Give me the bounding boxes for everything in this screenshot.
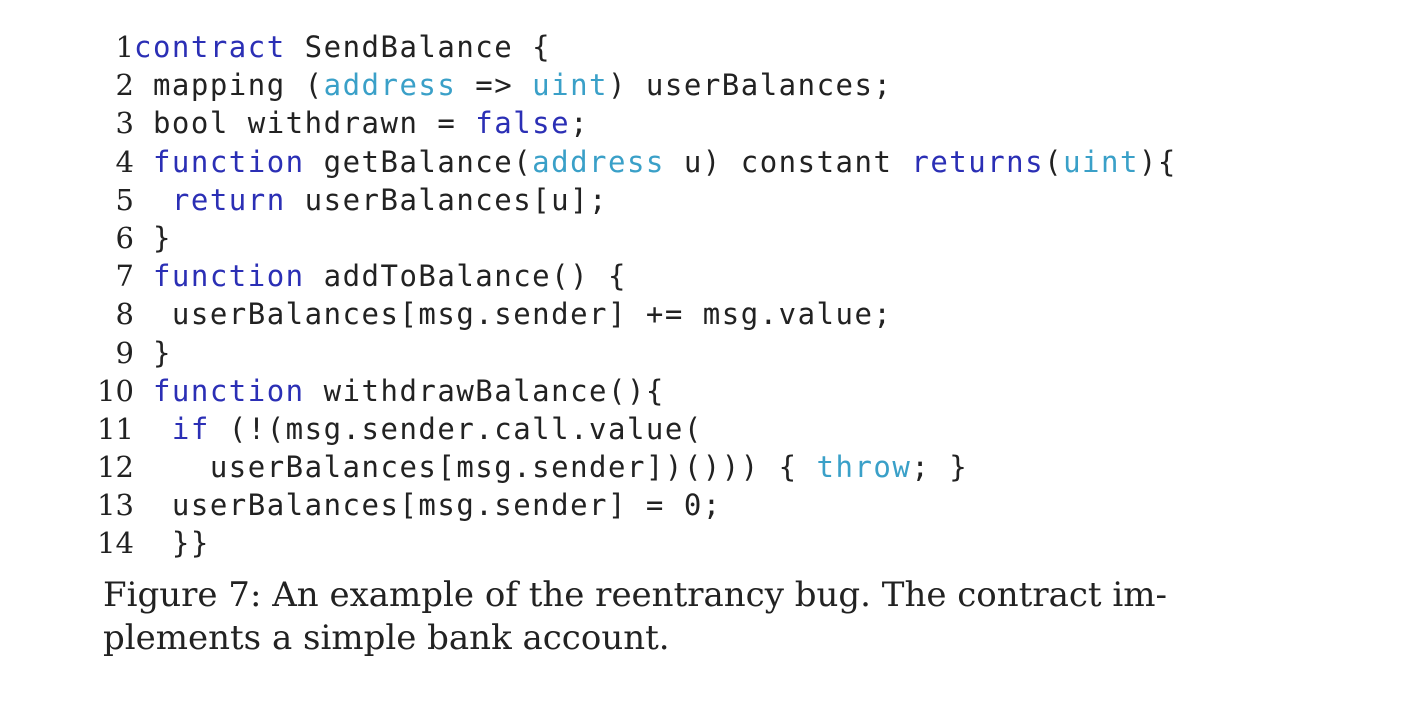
line-code: userBalances[msg.sender] += msg.value; bbox=[134, 295, 892, 333]
code-token: userBalances[msg.sender])())) { bbox=[209, 450, 817, 485]
code-token: mapping ( bbox=[152, 68, 324, 103]
line-number: 3 bbox=[115, 106, 134, 141]
code-token: ( bbox=[1044, 144, 1064, 179]
code-line: 9 } bbox=[90, 334, 1390, 372]
line-indent bbox=[134, 106, 153, 140]
line-indent bbox=[134, 259, 153, 293]
line-code: userBalances[msg.sender] = 0; bbox=[134, 486, 722, 524]
line-code: return userBalances[u]; bbox=[134, 181, 608, 219]
line-indent bbox=[134, 221, 153, 255]
line-indent bbox=[134, 336, 153, 370]
line-indent bbox=[134, 526, 172, 560]
line-indent bbox=[134, 412, 172, 446]
keyword-token: if bbox=[171, 411, 210, 446]
keyword-token: return bbox=[171, 182, 286, 217]
line-number: 1 bbox=[115, 30, 134, 64]
type-token: uint bbox=[1063, 144, 1139, 179]
keyword-token: false bbox=[475, 106, 571, 141]
type-token: address bbox=[532, 144, 665, 179]
code-line: 7 function addToBalance() { bbox=[90, 257, 1390, 295]
code-token: ; } bbox=[911, 450, 969, 485]
line-code: contract SendBalance { bbox=[134, 28, 551, 66]
code-token: u) constant bbox=[664, 144, 912, 179]
line-indent bbox=[134, 183, 172, 217]
code-token: } bbox=[152, 220, 172, 255]
code-token: } bbox=[152, 335, 172, 370]
line-indent bbox=[134, 68, 153, 102]
code-line: 14 }} bbox=[90, 524, 1390, 562]
code-token: (!(msg.sender.call.value( bbox=[209, 411, 703, 446]
line-code: function addToBalance() { bbox=[134, 257, 627, 295]
code-line: 4 function getBalance(address u) constan… bbox=[90, 143, 1390, 181]
line-code: } bbox=[134, 219, 172, 257]
keyword-token: function bbox=[152, 144, 305, 179]
code-line: 1contract SendBalance { bbox=[90, 28, 1390, 66]
line-number: 4 bbox=[115, 144, 134, 179]
caption-line-1: Figure 7: An example of the reentrancy b… bbox=[103, 575, 1167, 615]
line-number: 5 bbox=[115, 182, 134, 217]
code-line: 6 } bbox=[90, 219, 1390, 257]
caption-line-2: plements a simple bank account. bbox=[103, 618, 670, 658]
code-line: 5 return userBalances[u]; bbox=[90, 181, 1390, 219]
code-token: ){ bbox=[1138, 144, 1177, 179]
code-token: => bbox=[456, 68, 533, 103]
line-number: 13 bbox=[97, 488, 134, 523]
type-token: throw bbox=[816, 450, 912, 485]
line-code: function withdrawBalance(){ bbox=[134, 372, 665, 410]
line-indent bbox=[134, 374, 153, 408]
line-code: mapping (address => uint) userBalances; bbox=[134, 66, 892, 104]
line-indent bbox=[134, 450, 210, 484]
line-code: }} bbox=[134, 524, 210, 562]
line-code: if (!(msg.sender.call.value( bbox=[134, 410, 703, 448]
line-number: 2 bbox=[115, 68, 134, 103]
type-token: uint bbox=[532, 68, 609, 103]
line-indent bbox=[134, 488, 172, 522]
code-token: userBalances[u]; bbox=[285, 182, 608, 217]
keyword-token: returns bbox=[911, 144, 1045, 179]
code-line: 11 if (!(msg.sender.call.value( bbox=[90, 410, 1390, 448]
keyword-token: function bbox=[152, 373, 305, 408]
line-number: 8 bbox=[115, 297, 134, 332]
line-code: function getBalance(address u) constant … bbox=[134, 143, 1177, 181]
code-token: userBalances[msg.sender] += msg.value; bbox=[171, 297, 893, 332]
code-listing: 1contract SendBalance {2 mapping (addres… bbox=[90, 28, 1390, 563]
keyword-token: contract bbox=[134, 30, 286, 64]
line-number: 12 bbox=[97, 450, 134, 485]
code-token: getBalance( bbox=[304, 144, 533, 179]
code-token: }} bbox=[171, 526, 210, 561]
code-token: userBalances[msg.sender] = 0; bbox=[171, 488, 722, 523]
line-number: 10 bbox=[97, 373, 134, 408]
keyword-token: function bbox=[152, 259, 305, 294]
code-line: 12 userBalances[msg.sender])())) { throw… bbox=[90, 448, 1390, 486]
line-number: 11 bbox=[97, 411, 134, 446]
code-line: 10 function withdrawBalance(){ bbox=[90, 372, 1390, 410]
line-code: } bbox=[134, 334, 172, 372]
line-code: userBalances[msg.sender])())) { throw; } bbox=[134, 448, 968, 486]
code-token: addToBalance() { bbox=[304, 259, 627, 294]
line-number: 6 bbox=[115, 220, 134, 255]
line-indent bbox=[134, 145, 153, 179]
code-line: 2 mapping (address => uint) userBalances… bbox=[90, 66, 1390, 104]
line-number: 9 bbox=[115, 335, 134, 370]
line-code: bool withdrawn = false; bbox=[134, 104, 589, 142]
line-number: 7 bbox=[115, 259, 134, 294]
code-token: bool withdrawn = bbox=[152, 106, 476, 141]
code-token: ; bbox=[570, 106, 590, 141]
code-line: 3 bool withdrawn = false; bbox=[90, 104, 1390, 142]
code-token: SendBalance { bbox=[285, 30, 552, 64]
code-token: ) userBalances; bbox=[608, 68, 893, 103]
line-number: 14 bbox=[97, 526, 134, 561]
figure-caption: Figure 7: An example of the reentrancy b… bbox=[103, 574, 1283, 660]
code-line: 13 userBalances[msg.sender] = 0; bbox=[90, 486, 1390, 524]
line-indent bbox=[134, 297, 172, 331]
type-token: address bbox=[323, 68, 457, 103]
code-token: withdrawBalance(){ bbox=[304, 373, 665, 408]
code-line: 8 userBalances[msg.sender] += msg.value; bbox=[90, 295, 1390, 333]
